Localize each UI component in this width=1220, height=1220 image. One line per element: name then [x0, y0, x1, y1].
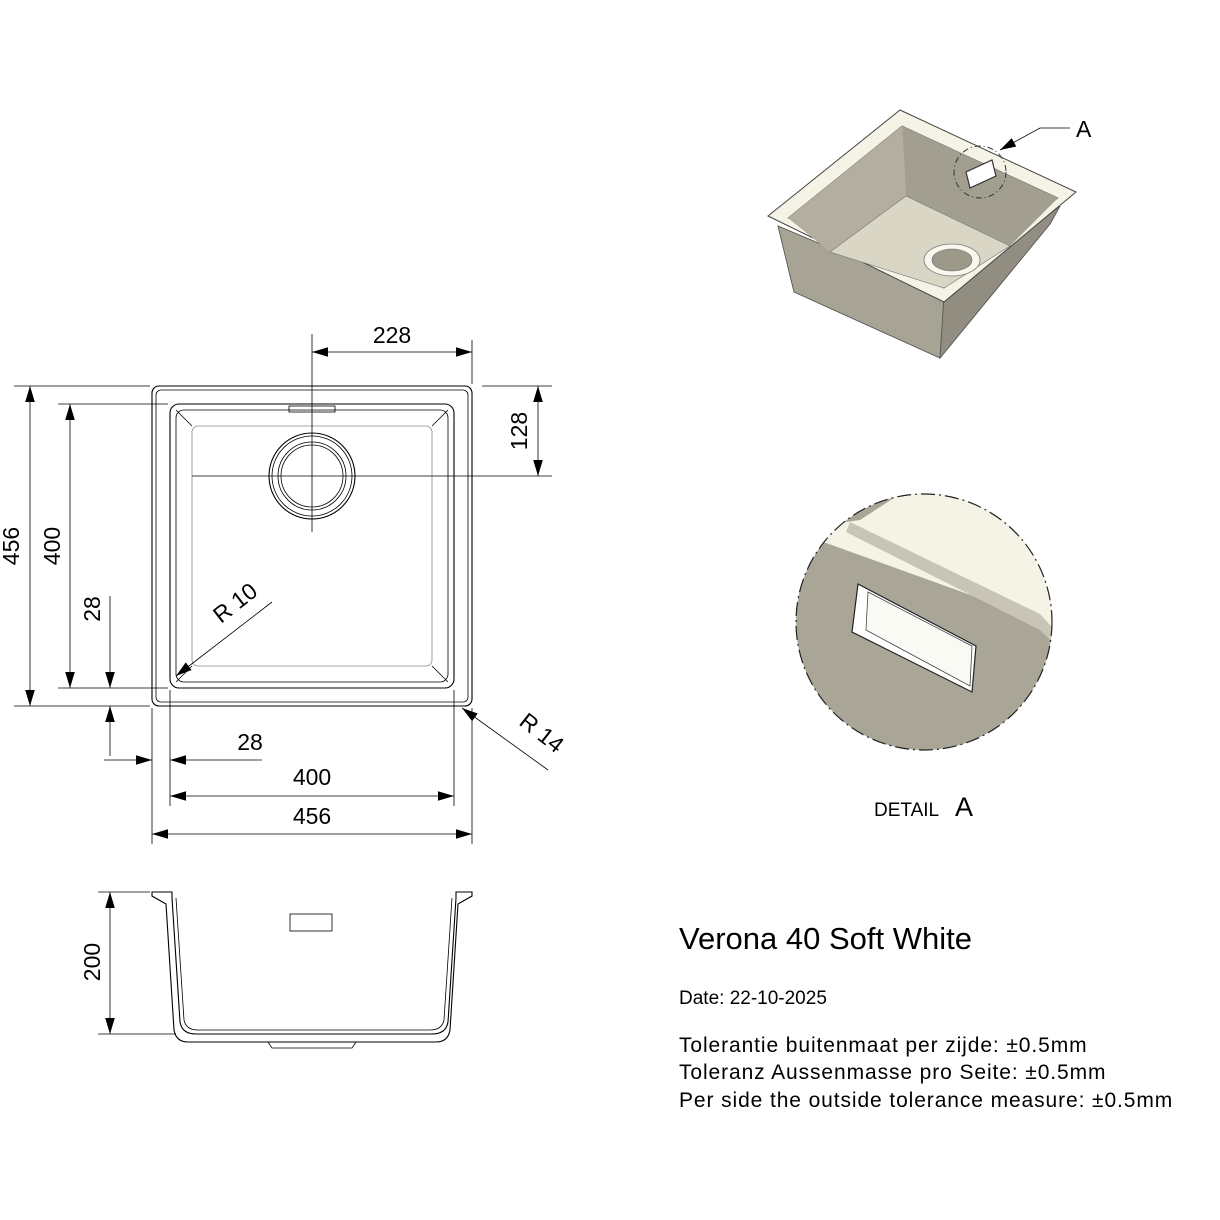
dim-400-horizontal-label: 400 — [293, 764, 331, 790]
detail-a-leader — [999, 127, 1070, 151]
dim-228 — [312, 340, 473, 384]
tolerance-dutch: Tolerantie buitenmaat per zijde: ±0.5mm — [679, 1034, 1088, 1057]
dim-456-horizontal-label: 456 — [293, 803, 331, 829]
iso-bowl-far-wall-right — [902, 126, 1058, 246]
tolerance-english: Per side the outside tolerance measure: … — [679, 1089, 1174, 1112]
iso-bowl-far-wall-left — [788, 126, 906, 252]
section-view: 200 — [79, 891, 473, 1049]
iso-detail-circle — [953, 145, 1007, 199]
dim-extension-bottom — [151, 690, 473, 844]
section-overflow-slot — [289, 913, 333, 932]
plan-view: 228 128 456 400 28 R 10 — [0, 322, 569, 844]
detail-slot-inner — [865, 591, 973, 687]
dim-200-label: 200 — [79, 943, 105, 981]
tolerance-german: Toleranz Aussenmasse pro Seite: ±0.5mm — [679, 1061, 1107, 1084]
detail-rim-edge — [846, 522, 1052, 650]
isometric-view: A — [767, 109, 1092, 360]
center-lines — [192, 334, 552, 532]
dim-456-vertical-label: 456 — [0, 527, 24, 565]
detail-caption-letter: A — [955, 792, 973, 822]
radius-10-leader — [175, 601, 273, 677]
dim-200 — [98, 891, 176, 1035]
detail-caption-word: DETAIL — [874, 800, 939, 821]
dim-228-label: 228 — [373, 322, 411, 348]
section-outer-profile — [151, 891, 473, 1043]
section-drain-bottom — [267, 1041, 357, 1049]
detail-a-circle — [795, 493, 1053, 751]
dim-456-vertical — [14, 385, 150, 707]
detail-a-view: DETAIL A — [795, 493, 1053, 822]
detail-a-marker: A — [1076, 116, 1092, 142]
dim-28-horizontal-label: 28 — [237, 729, 263, 755]
dim-128 — [482, 385, 552, 476]
dim-28-vertical-label: 28 — [79, 596, 105, 622]
radius-10-label: R 10 — [208, 577, 262, 627]
drawing-date: Date: 22-10-2025 — [679, 988, 827, 1009]
product-name: Verona 40 Soft White — [679, 921, 972, 956]
section-inner-profile — [175, 897, 453, 1031]
radius-14-leader — [461, 707, 549, 771]
dim-400-vertical-label: 400 — [39, 527, 65, 565]
dim-400-vertical — [58, 403, 168, 689]
dim-128-label: 128 — [506, 412, 532, 450]
radius-14-label: R 14 — [515, 707, 569, 758]
iso-overflow-slot — [965, 159, 997, 189]
